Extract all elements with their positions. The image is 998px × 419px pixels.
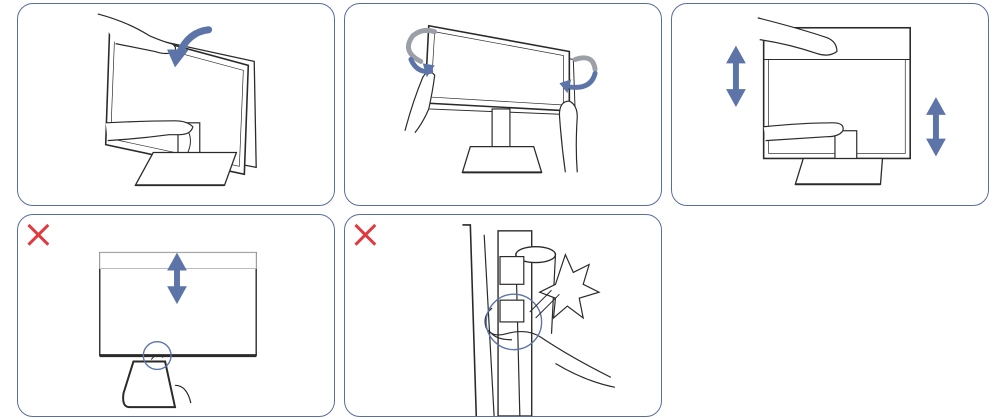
cross-icon [28, 225, 48, 245]
swivel-illustration-panel [344, 3, 662, 206]
grip-warning-illustration [345, 215, 661, 416]
pinch-warning-panel [17, 214, 335, 417]
vertical-double-arrow-icon [926, 97, 946, 156]
height-adjust-illustration-panel [671, 3, 989, 206]
cross-icon [355, 225, 375, 245]
impact-star-icon [530, 255, 599, 318]
swivel-illustration [345, 4, 661, 205]
tilt-illustration-panel [17, 3, 335, 206]
tilt-illustration [18, 4, 334, 205]
vertical-double-arrow-icon [726, 46, 746, 107]
grip-warning-panel [344, 214, 662, 417]
height-adjust-illustration [672, 4, 988, 205]
pinch-warning-illustration [18, 215, 334, 416]
